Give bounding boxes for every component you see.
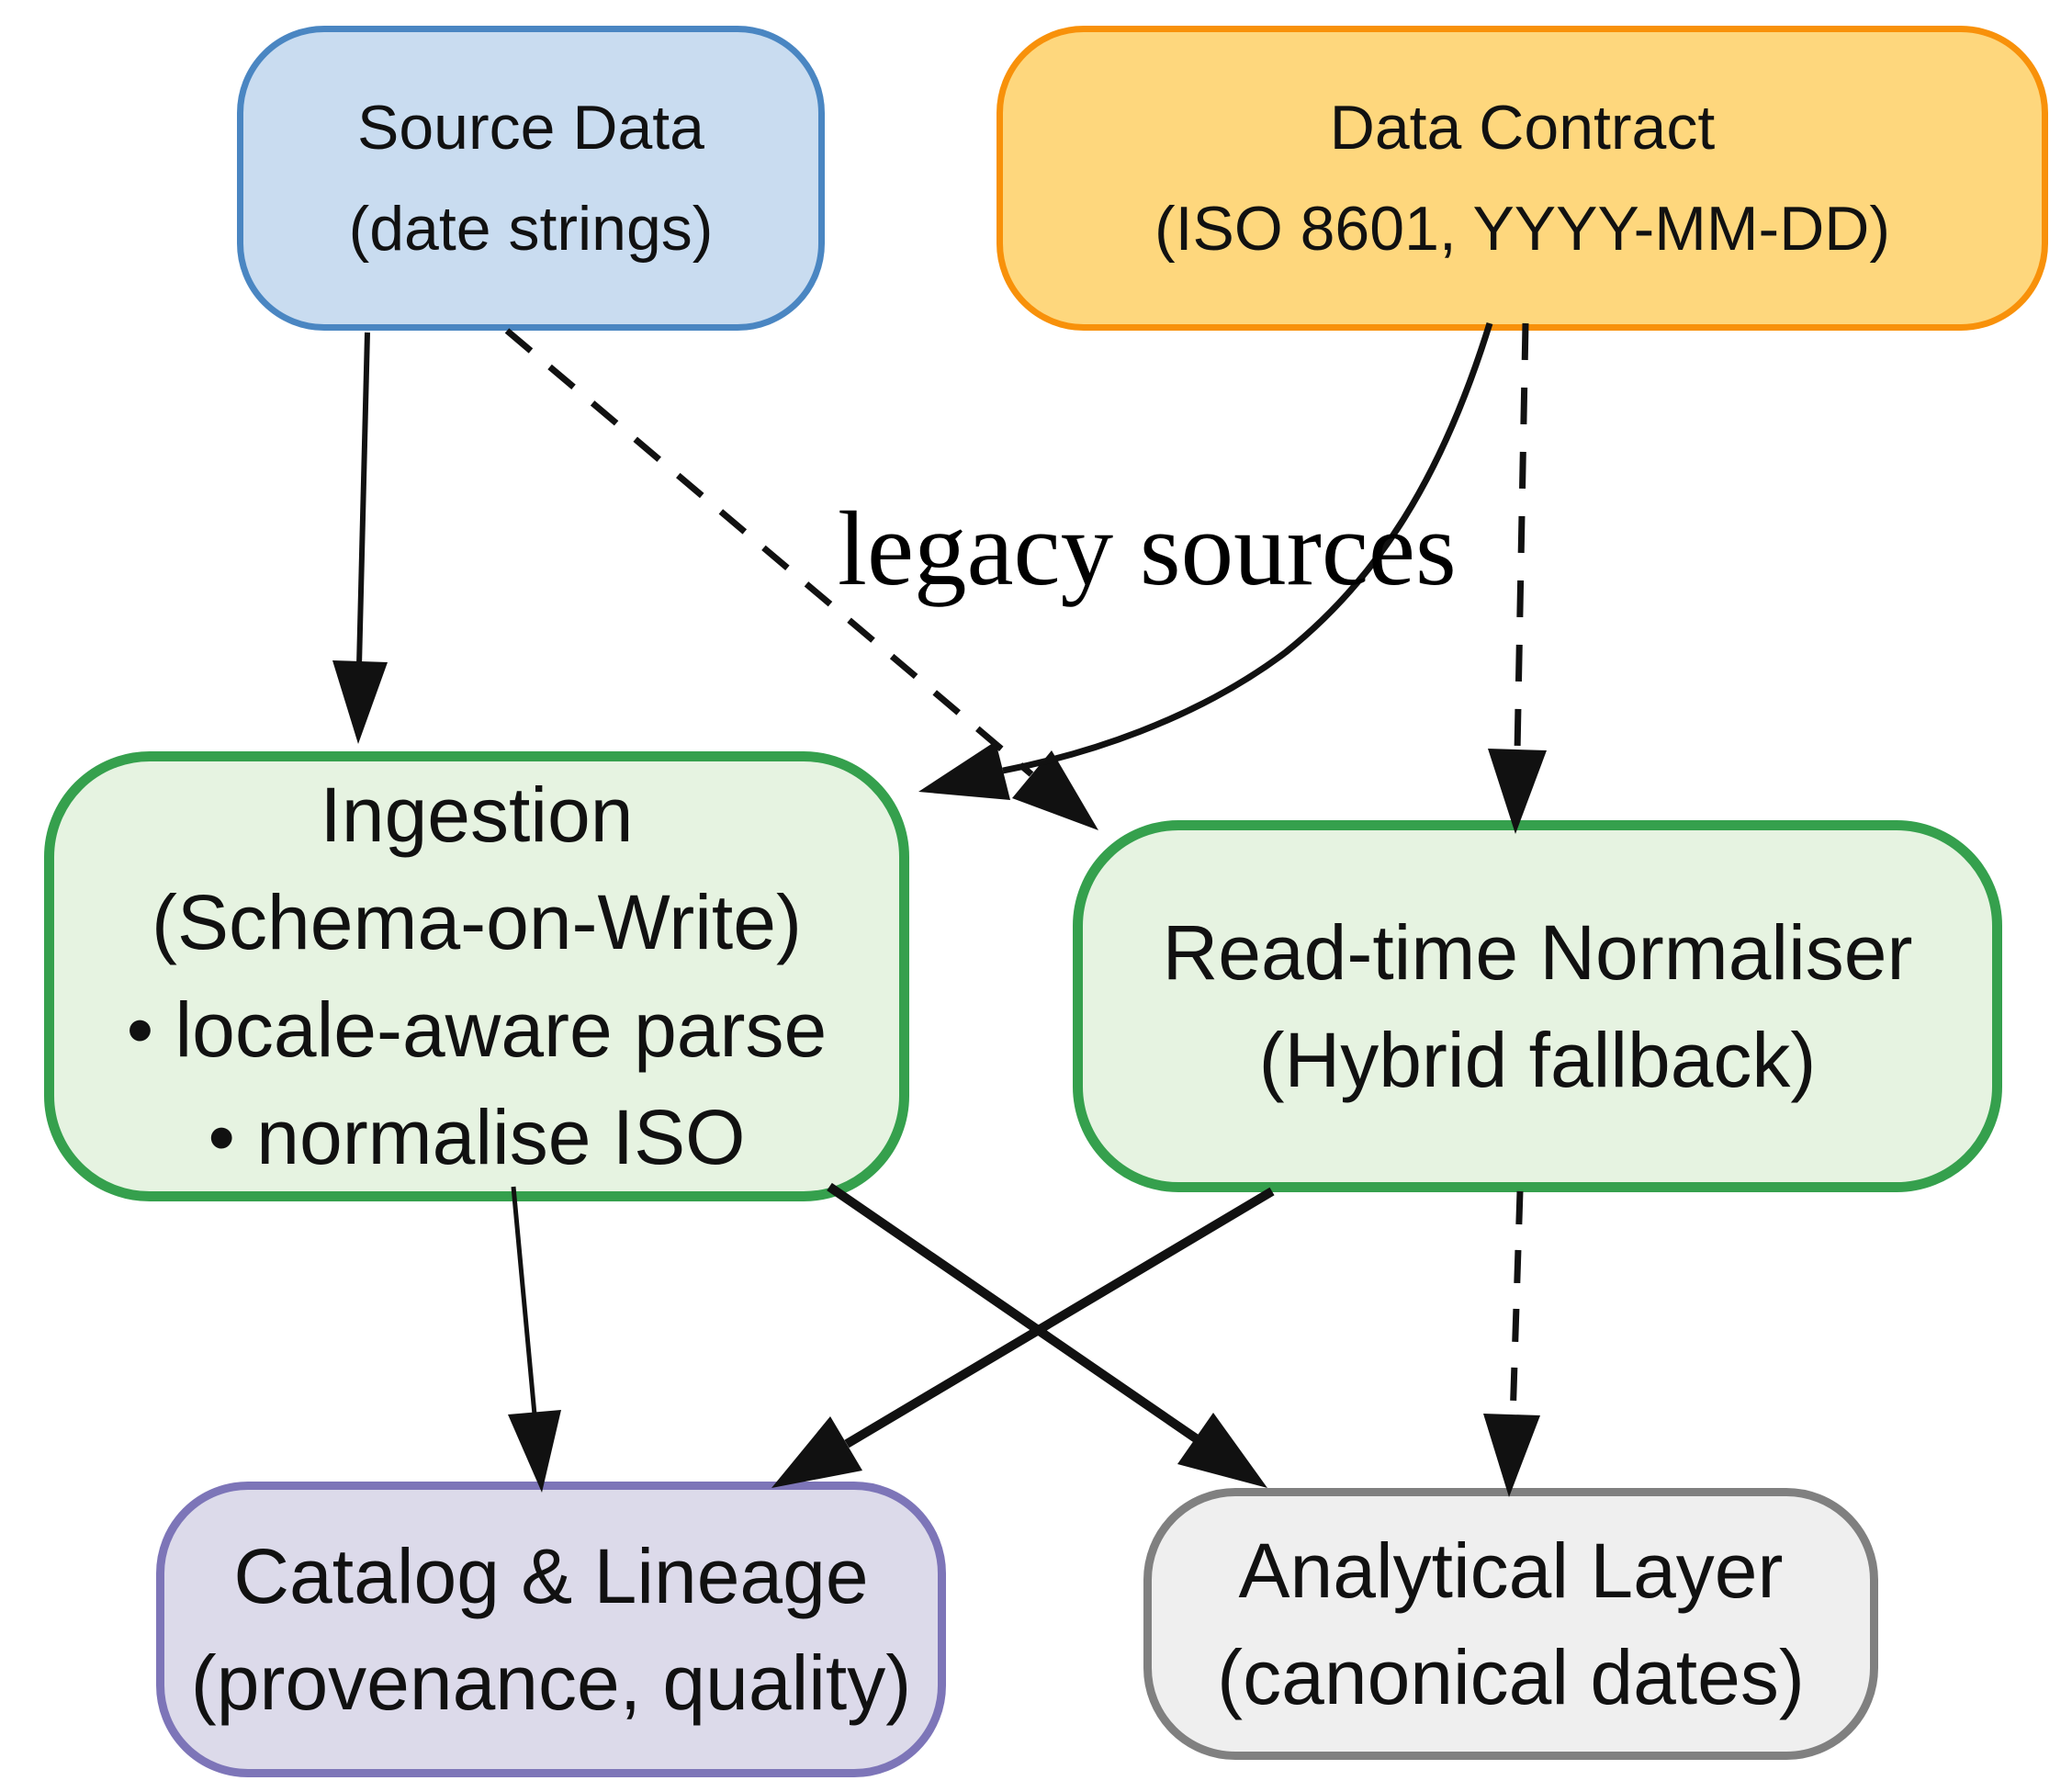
arrowhead-normaliser-to-analytical [1483, 1414, 1540, 1497]
node-catalog-lineage-line2: (provenance, quality) [190, 1640, 912, 1726]
arrowhead-source-to-normaliser [1012, 750, 1098, 830]
node-ingestion-line2: (Schema-on-Write) [152, 879, 802, 965]
node-analytical-layer: Analytical Layer (canonical dates) [1143, 1488, 1878, 1760]
node-data-contract: Data Contract (ISO 8601, YYYY-MM-DD) [997, 26, 2048, 331]
node-catalog-lineage-line1: Catalog & Lineage [233, 1533, 869, 1619]
edge-normaliser-to-analytical [1483, 1190, 1540, 1497]
node-source-data: Source Data (date strings) [237, 26, 825, 331]
node-read-time-normaliser-line1: Read-time Normaliser [1162, 908, 1913, 996]
edge-ingestion-to-catalog [508, 1186, 561, 1493]
node-ingestion-line4: • normalise ISO [208, 1094, 746, 1180]
arrowhead-source-to-ingestion [332, 660, 388, 744]
node-source-data-line2: (date strings) [348, 194, 714, 264]
node-analytical-layer-line2: (canonical dates) [1217, 1634, 1805, 1720]
node-data-contract-line2: (ISO 8601, YYYY-MM-DD) [1154, 194, 1891, 264]
node-read-time-normaliser: Read-time Normaliser (Hybrid fallback) [1073, 820, 2002, 1192]
node-ingestion-line3: • locale-aware parse [126, 986, 828, 1073]
arrowhead-ingestion-to-catalog [508, 1410, 561, 1493]
node-catalog-lineage: Catalog & Lineage (provenance, quality) [156, 1482, 946, 1777]
edge-source-to-ingestion [332, 332, 388, 744]
node-data-contract-line1: Data Contract [1329, 93, 1716, 163]
edge-ingestion-to-analytical [827, 1182, 1267, 1488]
node-ingestion: Ingestion (Schema-on-Write) • locale-awa… [44, 751, 909, 1201]
edge-label-legacy-sources: legacy sources [838, 490, 1457, 607]
arrowhead-contract-to-ingestion [918, 741, 1010, 800]
node-read-time-normaliser-line2: (Hybrid fallback) [1258, 1016, 1817, 1103]
node-source-data-line1: Source Data [357, 93, 704, 163]
arrowhead-normaliser-to-catalog [771, 1416, 862, 1488]
node-analytical-layer-line1: Analytical Layer [1238, 1527, 1784, 1614]
arrowhead-ingestion-to-analytical [1177, 1413, 1267, 1488]
node-ingestion-line1: Ingestion [320, 772, 634, 858]
edge-normaliser-to-catalog [771, 1187, 1275, 1488]
edge-contract-to-normaliser [1488, 322, 1547, 834]
